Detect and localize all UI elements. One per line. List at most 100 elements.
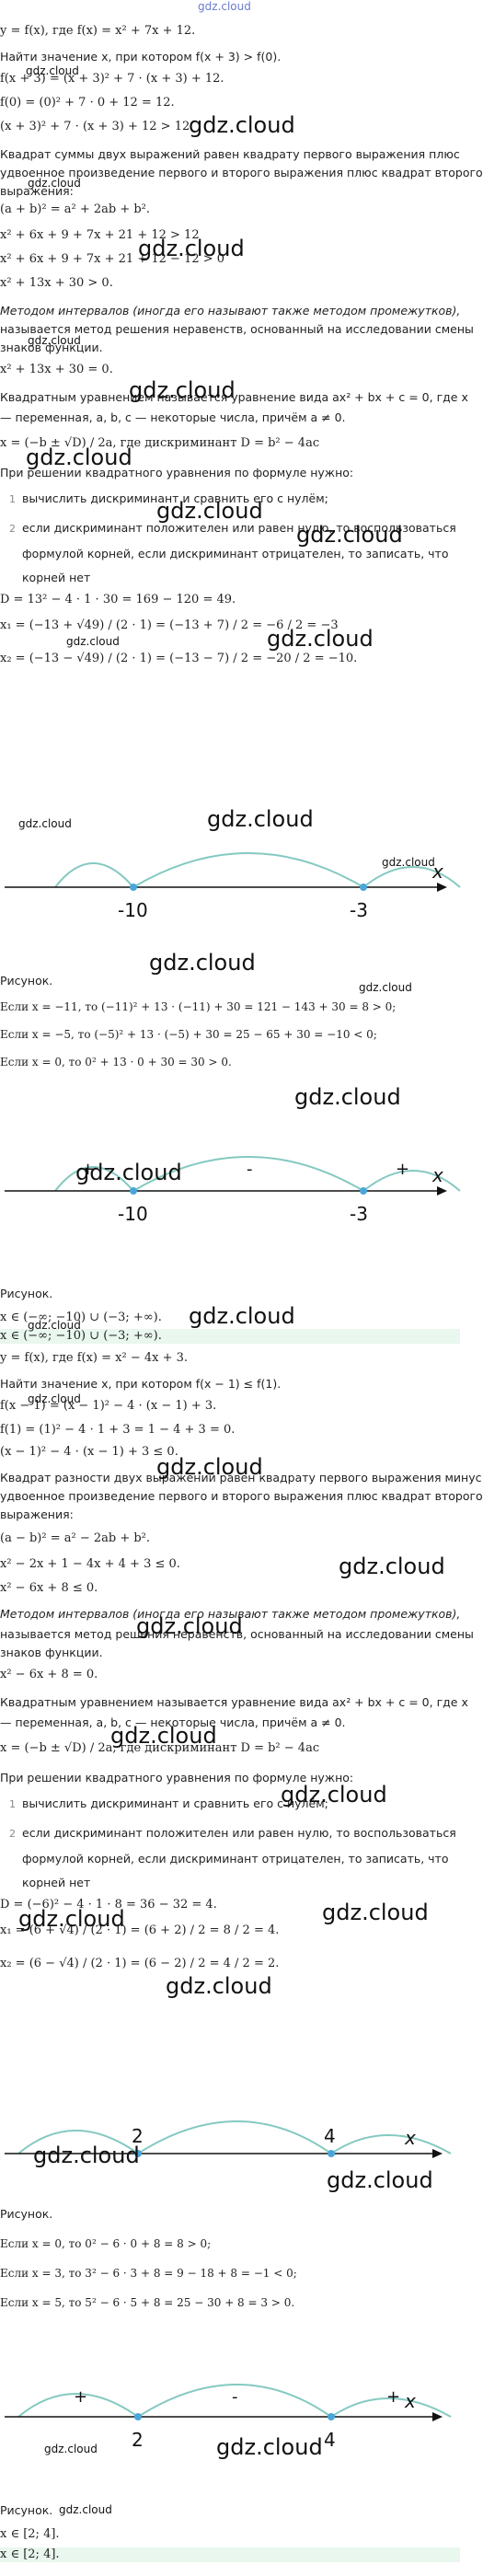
number-line-roots-1: -10 -3 x (5, 852, 461, 921)
watermark: gdz.cloud (129, 377, 236, 403)
formula-line: f(x + 3) = (x + 3)² + 7 · (x + 3) + 12. (0, 72, 224, 86)
formula-line: x² + 13x + 30 > 0. (0, 276, 113, 290)
root-point (328, 2150, 335, 2157)
interval-arc (330, 2134, 452, 2154)
watermark: gdz.cloud (44, 2443, 98, 2455)
root-label: 2 (132, 2429, 144, 2451)
watermark: gdz.cloud (267, 626, 374, 652)
watermark: gdz.cloud (322, 1900, 429, 1925)
text-line: знаков функции. (0, 341, 103, 354)
axis-arrow-icon (437, 1186, 447, 1196)
formula-line: x² − 6x + 8 ≤ 0. (0, 1581, 98, 1595)
watermark: gdz.cloud (138, 236, 245, 261)
axis-variable: x (404, 2390, 416, 2412)
root-point (360, 884, 367, 891)
text-line: знаков функции. (0, 1646, 103, 1659)
formula-line: x₂ = (6 − √4) / (2 · 1) = (6 − 2) / 2 = … (0, 1957, 280, 1970)
sign-label: + (386, 2387, 400, 2407)
watermark: gdz.cloud (359, 981, 412, 994)
list-item-cont: корней нет (22, 1876, 91, 1889)
watermark: gdz.cloud (382, 856, 435, 869)
problem-statement: y = f(x), где f(x) = x² + 7x + 12. (0, 24, 196, 38)
text-line: Методом интервалов (иногда его называют … (0, 1607, 461, 1621)
interval-arc (137, 2384, 332, 2418)
answer-highlight: x ∈ [2; 4]. (0, 2547, 460, 2562)
task-line: Найти значение x, при котором f(x + 3) >… (0, 50, 282, 64)
caption: Рисунок. (0, 1287, 53, 1300)
text-line: Квадратным уравнением называется уравнен… (0, 390, 468, 404)
formula-line: x₁ = (6 + √4) / (2 · 1) = (6 + 2) / 2 = … (0, 1923, 280, 1937)
check-line: Если x = 3, то 3² − 6 · 3 + 8 = 9 − 18 +… (0, 2267, 297, 2280)
formula-line: f(1) = (1)² − 4 · 1 + 3 = 1 − 4 + 3 = 0. (0, 1423, 236, 1437)
interval-arc (54, 862, 134, 888)
root-point (134, 2150, 142, 2157)
watermark: gdz.cloud (26, 445, 132, 470)
text-line: Квадрат суммы двух выражений равен квадр… (0, 147, 460, 161)
text-line: При решении квадратного уравнения по фор… (0, 466, 354, 479)
task-line: Найти значение x, при котором f(x − 1) ≤… (0, 1377, 282, 1391)
list-item-cont: формулой корней, если дискриминант отриц… (22, 1852, 449, 1866)
formula-line: (a + b)² = a² + 2ab + b². (0, 202, 151, 216)
formula-line: x = (−b ± √D) / 2a, где дискриминант D =… (0, 436, 320, 450)
axis-variable: x (431, 1164, 443, 1186)
axis-variable: x (404, 2127, 416, 2149)
sign-label: + (74, 2387, 87, 2407)
axis-variable: x (431, 861, 443, 883)
watermark: gdz.cloud (110, 1723, 217, 1749)
watermark: gdz.cloud (26, 64, 79, 77)
answer-highlight: x ∈ (−∞; −10) ∪ (−3; +∞). (0, 1329, 460, 1344)
formula-line: x² − 6x + 8 = 0. (0, 1668, 98, 1681)
watermark: gdz.cloud (59, 2503, 112, 2516)
watermark: gdz.cloud (18, 817, 72, 830)
root-label: -3 (350, 1203, 368, 1225)
list-item-cont: формулой корней, если дискриминант отриц… (22, 547, 449, 560)
formula-line: (a − b)² = a² − 2ab + b². (0, 1531, 151, 1545)
formula-line: D = 13² − 4 · 1 · 30 = 169 − 120 = 49. (0, 593, 236, 606)
text-line: называется метод решения неравенств, осн… (0, 1627, 474, 1641)
watermark: gdz.cloud (216, 2434, 323, 2460)
formula-line: x₁ = (−13 + √49) / (2 · 1) = (−13 + 7) /… (0, 618, 339, 632)
watermark: gdz.cloud (296, 522, 403, 548)
text-line: При решении квадратного уравнения по фор… (0, 1771, 354, 1785)
text-line: — переменная, a, b, c — некоторые числа,… (0, 1715, 346, 1729)
watermark: gdz.cloud (28, 334, 81, 347)
interval-arc (330, 2397, 452, 2418)
caption: Рисунок. (0, 974, 53, 988)
watermark: gdz.cloud (156, 498, 263, 524)
check-line: Если x = −11, то (−11)² + 13 · (−11) + 3… (0, 1000, 397, 1013)
root-label: 4 (324, 2429, 336, 2451)
problem-statement: y = f(x), где f(x) = x² − 4x + 3. (0, 1351, 189, 1365)
site-logo[interactable]: gdz.cloud (198, 0, 251, 13)
watermark: gdz.cloud (189, 1303, 295, 1329)
text-line: выражения: (0, 1507, 74, 1521)
axis-arrow-icon (432, 2412, 443, 2421)
interval-arc (132, 852, 364, 888)
interval-arc (362, 866, 461, 888)
watermark: gdz.cloud (28, 1319, 81, 1332)
formula-line: x² + 13x + 30 = 0. (0, 363, 113, 376)
formula-line: f(0) = (0)² + 7 · 0 + 12 = 12. (0, 96, 175, 110)
text-line: — переменная, a, b, c — некоторые числа,… (0, 410, 346, 424)
text-line: удвоенное произведение первого и второго… (0, 1489, 483, 1503)
interval-arc (17, 2393, 139, 2418)
sign-label: - (247, 1160, 253, 1179)
list-item-cont: корней нет (22, 571, 91, 584)
number-line-signs-1: + - + -10 -3 x (5, 1156, 461, 1225)
formula-line: x² − 2x + 1 − 4x + 4 + 3 ≤ 0. (0, 1557, 180, 1571)
watermark: gdz.cloud (156, 1454, 263, 1480)
sign-label: - (232, 2387, 238, 2407)
formula-line: x² + 6x + 9 + 7x + 21 + 12 − 12 > 0 (0, 252, 225, 266)
root-label: 2 (132, 2125, 144, 2147)
watermark: gdz.cloud (75, 1160, 182, 1185)
watermark: gdz.cloud (18, 1906, 125, 1932)
formula-line: x² + 6x + 9 + 7x + 21 + 12 > 12 (0, 228, 200, 242)
axis-arrow-icon (437, 883, 447, 892)
check-line: Если x = 0, то 0² − 6 · 0 + 8 = 8 > 0; (0, 2237, 212, 2250)
root-label: -3 (350, 899, 368, 921)
answer-line: x ∈ [2; 4]. (0, 2527, 60, 2541)
interval-arc (54, 1166, 134, 1192)
check-line: Если x = 0, то 0² + 13 · 0 + 30 = 30 > 0… (0, 1056, 232, 1069)
